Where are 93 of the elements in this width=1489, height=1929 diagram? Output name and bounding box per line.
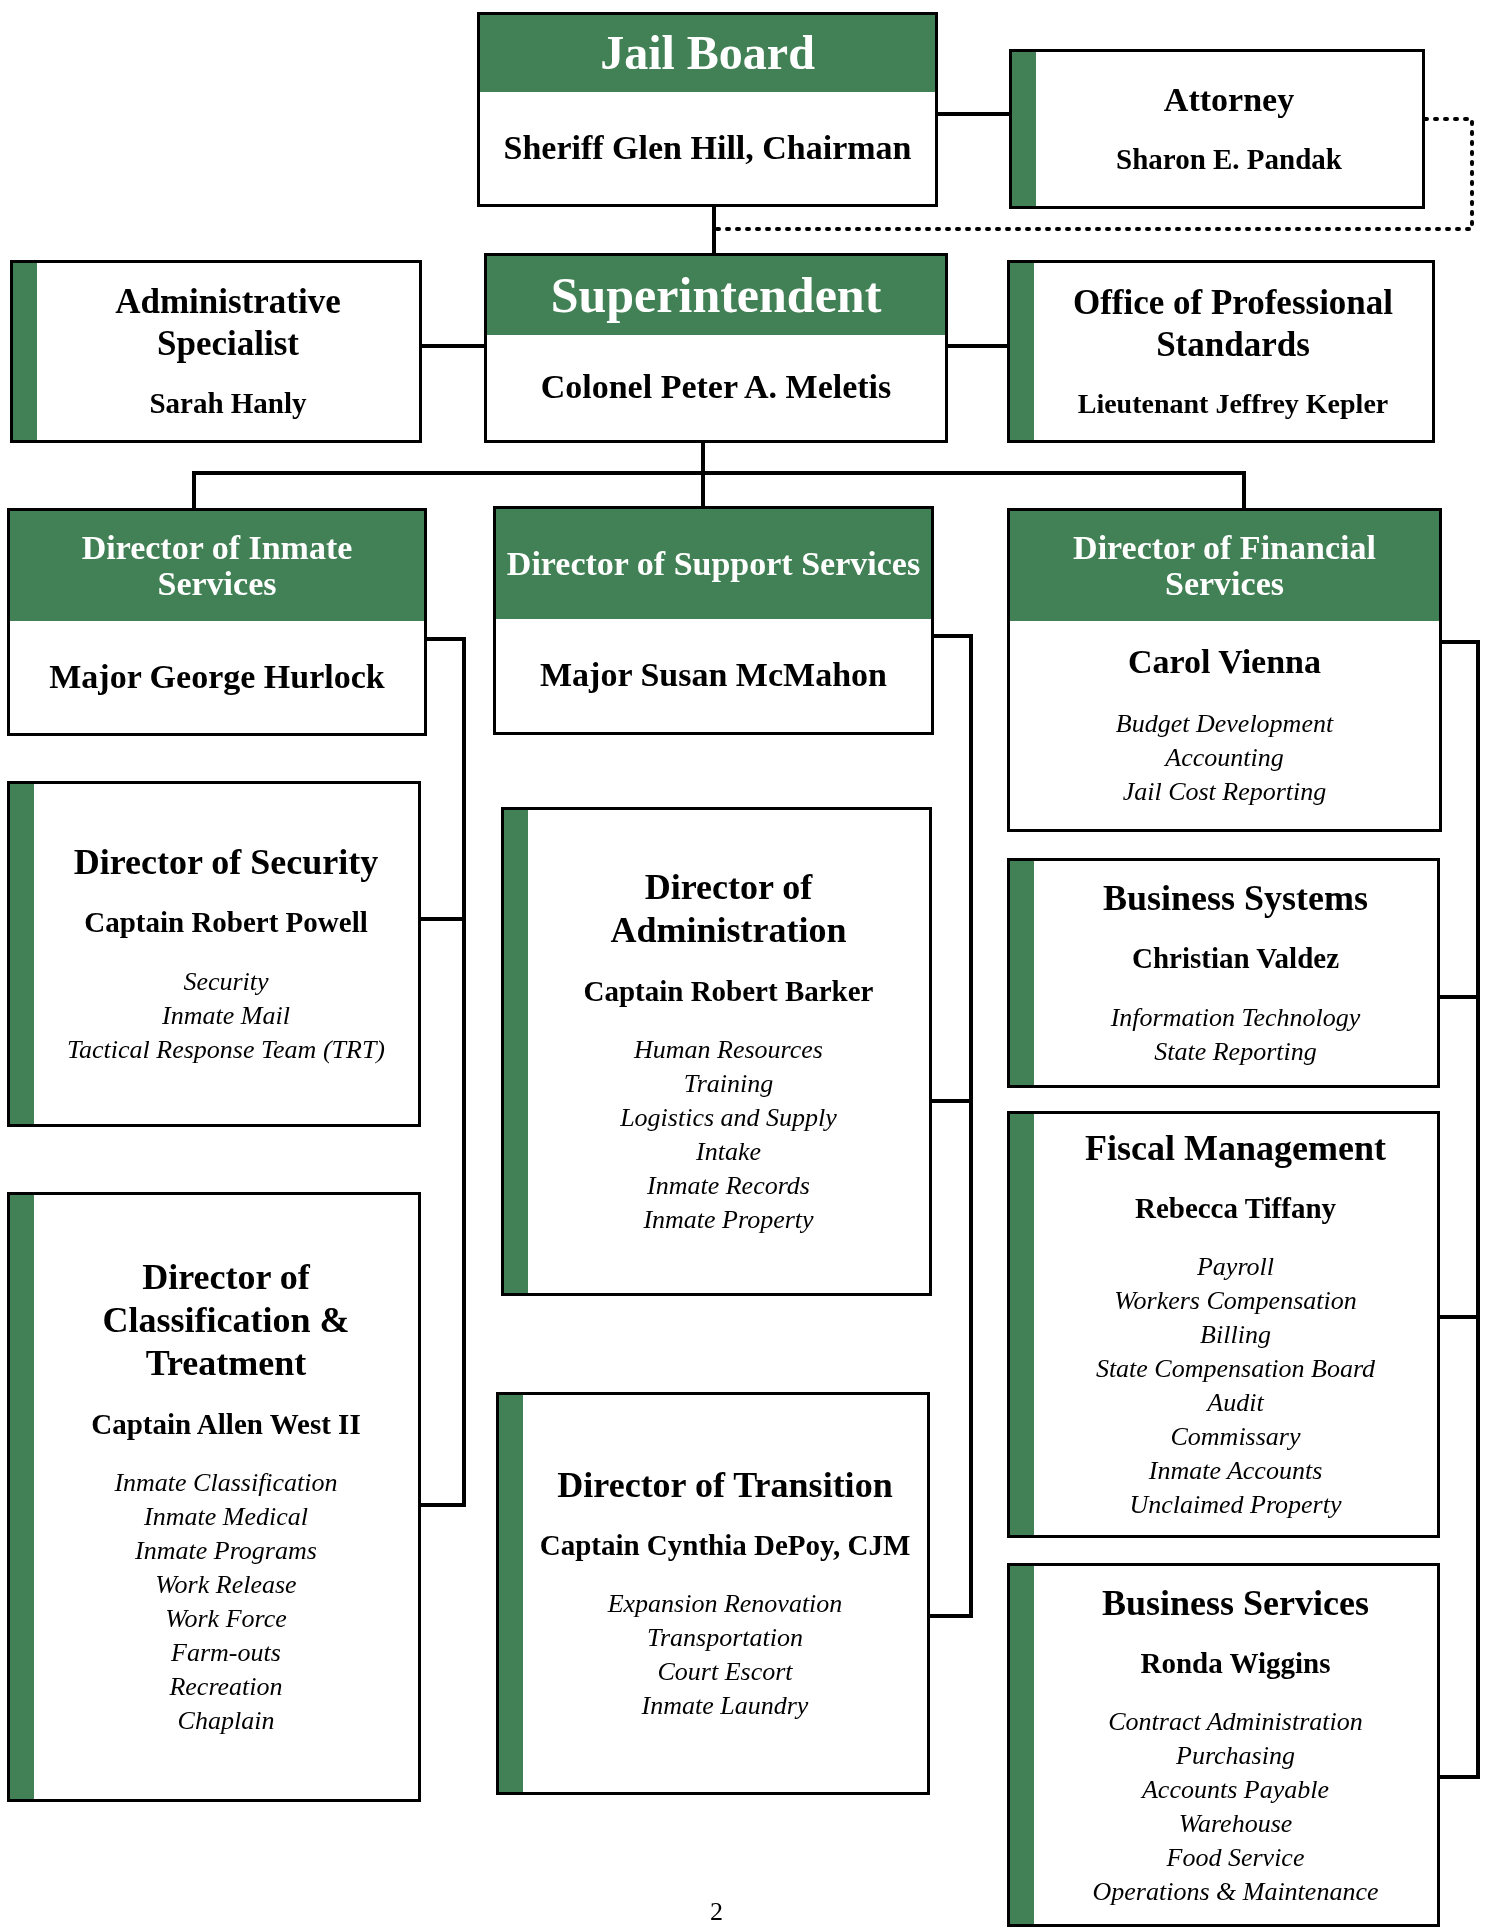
- org-box: [7, 781, 421, 1127]
- page-number: 2: [710, 1896, 723, 1928]
- name-text: Sarah Hanly: [148, 386, 308, 422]
- name-text: Captain Cynthia DePoy, CJM: [538, 1527, 912, 1563]
- duty-text: Chaplain: [176, 1704, 276, 1737]
- duty-text: Tactical Response Team (TRT): [66, 1033, 386, 1066]
- connector-line: [946, 344, 1009, 348]
- name-text: Sheriff Glen Hill, Chairman: [502, 127, 913, 168]
- org-box: [1009, 49, 1425, 209]
- heading-text: Business Systems: [1101, 877, 1370, 921]
- heading-text: Director of Classification & Treatment: [101, 1256, 351, 1386]
- org-box: [10, 260, 422, 443]
- org-box: [7, 508, 427, 736]
- org-box: [501, 807, 932, 1296]
- duty-text: Intake: [695, 1135, 762, 1168]
- name-text: Colonel Peter A. Meletis: [539, 367, 893, 408]
- connector-line: [936, 112, 1011, 116]
- connector-line: [1438, 640, 1480, 1779]
- duty-text: Work Release: [154, 1568, 298, 1601]
- heading-text: Business Services: [1101, 1582, 1370, 1625]
- duty-text: Information Technology: [1109, 1001, 1362, 1034]
- duty-text: Farm-outs: [170, 1636, 282, 1669]
- org-box: [493, 506, 934, 735]
- duty-text: Budget Development: [1114, 708, 1335, 741]
- duty-text: Accounting: [1163, 742, 1285, 775]
- connector-line: [712, 205, 716, 255]
- org-box: [1007, 858, 1440, 1088]
- connector-line: [928, 634, 973, 1618]
- duty-text: Inmate Laundry: [640, 1690, 810, 1723]
- duty-text: Recreation: [168, 1670, 284, 1703]
- heading-text: Administrative Specialist: [114, 281, 342, 366]
- duty-text: State Reporting: [1153, 1035, 1318, 1068]
- connector-line: [419, 637, 466, 1507]
- duty-text: Operations & Maintenance: [1091, 1876, 1380, 1909]
- name-text: Christian Valdez: [1130, 941, 1341, 977]
- name-text: Sharon E. Pandak: [1115, 142, 1343, 178]
- name-text: Captain Robert Powell: [83, 905, 369, 941]
- title-banner: Director of Financial Services: [1010, 511, 1439, 621]
- name-text: Captain Allen West II: [90, 1406, 362, 1442]
- name-text: Major George Hurlock: [48, 656, 386, 697]
- heading-text: Fiscal Management: [1084, 1126, 1387, 1170]
- org-box: [496, 1392, 930, 1795]
- title-banner: Director of Support Services: [496, 509, 931, 619]
- connector-line: [420, 344, 486, 348]
- heading-text: Director of Security: [72, 841, 380, 885]
- heading-text: Attorney: [1162, 80, 1296, 121]
- name-text: Rebecca Tiffany: [1133, 1190, 1338, 1226]
- duty-text: Inmate Accounts: [1147, 1455, 1324, 1488]
- duty-text: Commissary: [1169, 1421, 1302, 1454]
- name-text: Captain Robert Barker: [582, 973, 875, 1009]
- org-box: [1007, 508, 1442, 832]
- org-box: [7, 1192, 421, 1802]
- duty-text: Inmate Property: [642, 1203, 815, 1236]
- duty-text: Inmate Programs: [134, 1534, 318, 1567]
- duty-text: Unclaimed Property: [1128, 1489, 1343, 1522]
- duty-text: Transportation: [645, 1622, 805, 1655]
- org-box: [477, 12, 938, 207]
- heading-text: Director of Administration: [609, 866, 848, 953]
- duty-text: Inmate Classification: [113, 1466, 339, 1499]
- duty-text: Workers Compensation: [1113, 1285, 1358, 1318]
- duty-text: Purchasing: [1175, 1740, 1296, 1773]
- name-text: Lieutenant Jeffrey Kepler: [1076, 387, 1390, 421]
- duty-text: Inmate Records: [646, 1169, 811, 1202]
- duty-text: Inmate Mail: [161, 999, 291, 1032]
- duty-text: Accounts Payable: [1139, 1774, 1330, 1807]
- duty-text: Billing: [1199, 1319, 1272, 1352]
- org-box: [484, 253, 948, 443]
- name-text: Ronda Wiggins: [1139, 1646, 1332, 1682]
- duty-text: Contract Administration: [1107, 1706, 1364, 1739]
- duty-text: Inmate Medical: [143, 1500, 309, 1533]
- duty-text: Food Service: [1165, 1842, 1306, 1875]
- org-box: [1007, 1563, 1440, 1927]
- name-text: Major Susan McMahon: [539, 655, 888, 696]
- title-banner: Jail Board: [480, 15, 935, 92]
- org-box: [1007, 260, 1435, 443]
- duty-text: Work Force: [164, 1602, 288, 1635]
- org-box: [1007, 1111, 1440, 1538]
- duty-text: Court Escort: [656, 1656, 794, 1689]
- duty-text: Training: [682, 1067, 775, 1100]
- duty-text: State Compensation Board: [1094, 1353, 1377, 1386]
- duty-text: Jail Cost Reporting: [1121, 776, 1328, 809]
- duty-text: Warehouse: [1177, 1808, 1294, 1841]
- title-banner: Director of Inmate Services: [10, 511, 424, 621]
- duty-text: Human Resources: [632, 1033, 824, 1066]
- duty-text: Security: [182, 965, 270, 998]
- title-banner: Superintendent: [487, 256, 945, 335]
- heading-text: Office of Professional Standards: [1071, 282, 1395, 366]
- heading-text: Director of Transition: [556, 1463, 894, 1507]
- name-text: Carol Vienna: [1127, 641, 1322, 682]
- duty-text: Expansion Renovation: [606, 1588, 844, 1621]
- duty-text: Audit: [1205, 1387, 1265, 1420]
- duty-text: Payroll: [1196, 1251, 1275, 1284]
- duty-text: Logistics and Supply: [619, 1101, 838, 1134]
